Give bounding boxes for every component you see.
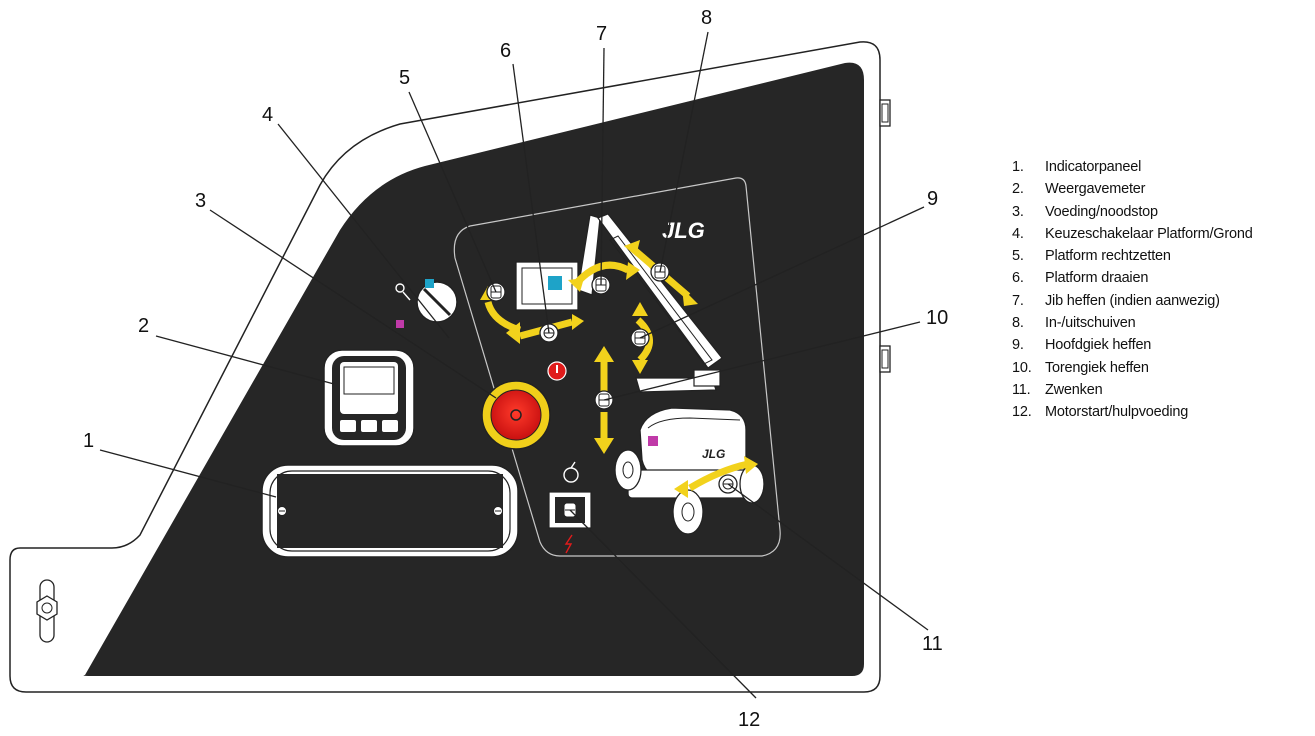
legend-item: 10.Torengiek heffen [1012,359,1149,376]
legend-item: 12.Motorstart/hulpvoeding [1012,404,1189,421]
callout-9: 9 [927,188,938,210]
aux-power-icon [564,534,573,554]
jlg-logo: JLG [662,218,705,243]
leader-line-8 [659,31,709,273]
legend-item: 11.Zwenken [1012,381,1103,398]
legend-item: 7.Jib heffen (indien aanwezig) [1012,292,1220,309]
callout-11: 11 [922,633,943,655]
engine-start-icon [563,461,579,483]
arrowheads [480,240,758,498]
swing-arrow [688,460,749,492]
main-boom-arrow [635,317,653,363]
leader-line-4 [277,123,450,339]
legend: 1.Indicatorpaneel 2.Weergavemeter 3.Voed… [1012,156,1253,424]
callout-10: 10 [926,307,948,329]
body-jlg-logo: JLG [702,447,725,461]
legend-item: 2.Weergavemeter [1012,181,1146,198]
wheel-rear-left [672,489,704,535]
power-icon [547,361,567,381]
wheel-front-left [614,449,642,491]
callout-8: 8 [701,7,712,29]
leader-line-11 [727,483,929,631]
legend-item: 4.Keuzeschakelaar Platform/Grond [1012,225,1253,242]
legend-item: 9.Hoofdgiek heffen [1012,337,1152,354]
wheel-rear-right [739,464,765,504]
callout-numbers: 1 2 3 4 5 6 7 8 9 10 11 12 [83,7,948,731]
power-emergency-stop-button[interactable] [481,380,551,450]
callout-2: 2 [138,315,149,337]
display-gauge [323,349,415,447]
leader-line-6 [512,63,550,334]
leader-lines [99,31,929,699]
indicator-panel [261,464,519,558]
leader-line-7 [600,47,605,286]
callout-1: 1 [83,430,94,452]
mount-bolt-bottom [879,345,891,373]
legend-item: 1.Indicatorpaneel [1012,159,1142,175]
leader-line-9 [639,206,925,339]
legend-item: 8.In-/uitschuiven [1012,315,1136,332]
key-selector-switch[interactable] [395,279,458,328]
leader-line-5 [408,91,497,293]
leader-line-3 [209,209,497,399]
legend-item: 3.Voeding/noodstop [1012,203,1158,220]
leader-line-2 [155,335,335,385]
leader-line-10 [603,321,921,401]
callout-4: 4 [262,104,273,126]
ground-mode-indicator [396,320,404,328]
legend-item: 5.Platform rechtzetten [1012,248,1171,265]
mount-slot [36,579,58,643]
leader-line-12 [569,509,757,699]
control-panel [83,62,864,676]
platform-mode-indicator [425,279,434,288]
leader-line-1 [99,449,277,498]
legend-item: 6.Platform draaien [1012,270,1149,287]
callout-6: 6 [500,40,511,62]
callout-7: 7 [596,23,607,45]
callout-12: 12 [738,709,760,731]
callout-3: 3 [195,190,206,212]
mount-bolt-top [879,99,891,127]
inner-graphic-outline [453,177,781,557]
callout-5: 5 [399,67,410,89]
